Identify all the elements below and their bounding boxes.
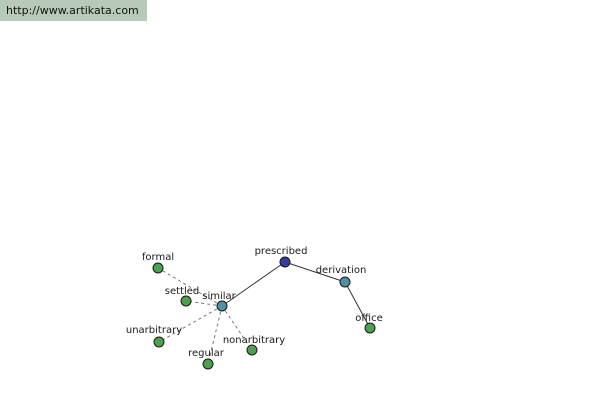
- graph-edge-derivation-office: [344, 281, 371, 329]
- graph-edge-prescribed-similar: [221, 261, 286, 307]
- graph-node-similar[interactable]: [216, 300, 228, 312]
- graph-node-derivation[interactable]: [339, 276, 351, 288]
- graph-node-label-office[interactable]: office: [355, 313, 382, 324]
- graph-edge-similar-nonarbitrary: [221, 305, 253, 351]
- graph-edge-prescribed-derivation: [284, 261, 346, 283]
- graph-edge-similar-unarbitrary: [158, 305, 223, 343]
- graph-node-label-settled[interactable]: settled: [165, 286, 199, 297]
- graph-node-label-unarbitrary[interactable]: unarbitrary: [126, 325, 182, 336]
- graph-node-unarbitrary[interactable]: [153, 336, 165, 348]
- graph-edge-similar-settled: [185, 300, 223, 307]
- graph-node-regular[interactable]: [202, 358, 214, 370]
- graph-node-office[interactable]: [364, 322, 376, 334]
- graph-node-label-prescribed[interactable]: prescribed: [255, 246, 308, 257]
- graph-node-label-derivation[interactable]: derivation: [316, 265, 367, 276]
- graph-node-settled[interactable]: [180, 295, 192, 307]
- graph-node-prescribed[interactable]: [279, 256, 291, 268]
- graph-edge-similar-formal: [157, 267, 223, 307]
- graph-node-label-similar[interactable]: similar: [202, 291, 236, 302]
- graph-node-label-formal[interactable]: formal: [142, 252, 174, 263]
- url-bar: http://www.artikata.com: [0, 0, 147, 21]
- graph-node-formal[interactable]: [152, 262, 164, 274]
- graph-node-label-regular[interactable]: regular: [188, 348, 225, 359]
- graph-edge-similar-regular: [207, 305, 223, 365]
- graph-node-label-nonarbitrary[interactable]: nonarbitrary: [223, 335, 285, 346]
- graph-node-nonarbitrary[interactable]: [246, 344, 258, 356]
